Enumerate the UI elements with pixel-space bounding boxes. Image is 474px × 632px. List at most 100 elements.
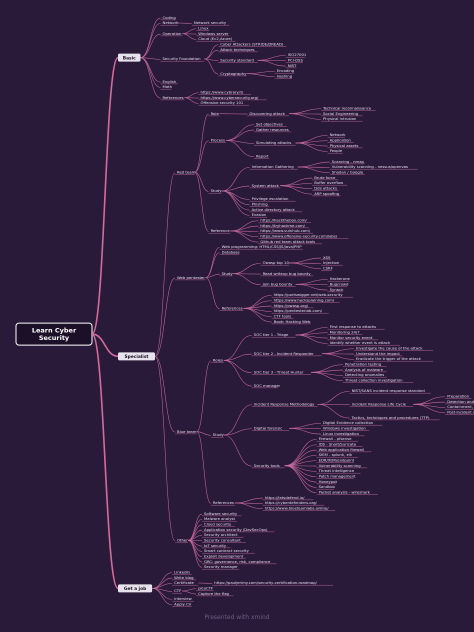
- subtopic-node[interactable]: Incident Response Methodology: [251, 402, 318, 407]
- subtopic-node[interactable]: Hackerone: [327, 276, 351, 282]
- subtopic-node[interactable]: Linux: [196, 26, 210, 31]
- subtopic-node[interactable]: Buffer overflow: [312, 180, 348, 186]
- subtopic-node[interactable]: EDR/XDR/endpoint: [316, 458, 355, 463]
- subtopic-node[interactable]: Security manager: [202, 564, 240, 570]
- subtopic-node[interactable]: https://portswigger.net/web-security: [271, 292, 353, 298]
- subtopic-node[interactable]: Physical intrusion: [321, 116, 363, 122]
- subtopic-node[interactable]: Certificate: [172, 580, 199, 586]
- subtopic-node[interactable]: https://www.cybersecurity.org/: [198, 95, 267, 101]
- subtopic-node[interactable]: References: [160, 95, 185, 101]
- subtopic-node[interactable]: Interview: [172, 596, 194, 602]
- subtopic-node[interactable]: Synack: [327, 287, 344, 293]
- subtopic-node[interactable]: Vulnerability scanning: [316, 463, 367, 469]
- subtopic-node[interactable]: Apply CV: [172, 602, 192, 607]
- subtopic-node[interactable]: Cyber Attackers (STRIDE/DREAD): [218, 42, 287, 47]
- main-topic-specialist[interactable]: Specialist: [118, 352, 155, 361]
- subtopic-node[interactable]: Encoding: [274, 68, 295, 74]
- subtopic-node[interactable]: Injection: [321, 260, 343, 266]
- subtopic-node[interactable]: Physical assets: [327, 143, 363, 149]
- subtopic-node[interactable]: Simulating attacks: [254, 140, 296, 146]
- subtopic-node[interactable]: https://letsdefend.io/: [262, 495, 314, 501]
- subtopic-node[interactable]: Firewall - pfsense: [316, 436, 359, 442]
- subtopic-node[interactable]: ARP spoofing: [312, 191, 341, 197]
- subtopic-node[interactable]: DoS attacks: [312, 186, 339, 191]
- subtopic-node[interactable]: Sandbox: [316, 484, 336, 490]
- subtopic-node[interactable]: GRC: governance, risk, compliance: [202, 559, 277, 565]
- subtopic-node[interactable]: Tactics, techniques and procedures (TTP): [349, 415, 440, 421]
- subtopic-node[interactable]: Coding: [160, 15, 177, 21]
- subtopic-node[interactable]: System attack: [249, 183, 281, 189]
- subtopic-node[interactable]: SOC manager: [251, 383, 281, 389]
- subtopic-node[interactable]: Report: [254, 154, 270, 159]
- subtopic-node[interactable]: References: [219, 306, 244, 311]
- subtopic-node[interactable]: Smart contract security: [202, 548, 255, 554]
- subtopic-node[interactable]: Linux investigation: [321, 431, 365, 437]
- subtopic-node[interactable]: Technical reconnaissance: [321, 106, 376, 111]
- subtopic-node[interactable]: Web application firewall: [316, 447, 372, 453]
- subtopic-node[interactable]: https://www.offensive-security.com/labs/: [258, 234, 349, 239]
- subtopic-node[interactable]: CSRF: [321, 266, 333, 271]
- subtopic-node[interactable]: Honeypot: [316, 479, 338, 485]
- subtopic-node[interactable]: Malware analyst: [202, 516, 237, 522]
- subtopic-node[interactable]: Software security: [202, 511, 242, 517]
- subtopic-node[interactable]: Eradicate the trigger of the attack: [354, 356, 433, 362]
- subtopic-node[interactable]: IDS - Snort/Suricata: [316, 442, 363, 447]
- subtopic-node[interactable]: Phishing: [249, 202, 270, 207]
- subtopic-node[interactable]: Social Engineering: [321, 111, 363, 117]
- subtopic-node[interactable]: Active directory attack: [249, 207, 303, 213]
- subtopic-node[interactable]: NIST/SANS incident response standard: [349, 388, 431, 394]
- subtopic-node[interactable]: Post-incident activity: [445, 410, 474, 415]
- subtopic-node[interactable]: CTF: [172, 588, 183, 594]
- subtopic-node[interactable]: Blue team: [175, 429, 197, 435]
- subtopic-node[interactable]: Digital Evidence collection: [321, 420, 383, 426]
- subtopic-node[interactable]: Reference: [208, 228, 231, 234]
- subtopic-node[interactable]: Detecting anomalies: [343, 372, 387, 378]
- subtopic-node[interactable]: Write blog: [172, 575, 197, 581]
- subtopic-node[interactable]: https://www.cybrary.it/: [198, 90, 252, 95]
- subtopic-node[interactable]: Attack techniques: [218, 47, 258, 53]
- subtopic-node[interactable]: Capture the flag: [196, 591, 234, 597]
- subtopic-node[interactable]: English: [160, 79, 178, 85]
- subtopic-node[interactable]: ISO27001: [285, 52, 307, 58]
- subtopic-node[interactable]: Investigate the cause of the attack: [354, 346, 433, 351]
- subtopic-node[interactable]: Network security: [191, 20, 230, 26]
- subtopic-node[interactable]: Owasp top 10: [260, 260, 290, 266]
- subtopic-node[interactable]: Analysis of malware: [343, 367, 387, 373]
- subtopic-node[interactable]: Cloud (Ec2,Azure): [196, 36, 236, 42]
- subtopic-node[interactable]: Web programming: HTML/CSS/JS/Java/PHP: [219, 244, 303, 250]
- subtopic-node[interactable]: Study: [210, 432, 225, 438]
- subtopic-node[interactable]: Application: [327, 138, 354, 143]
- subtopic-node[interactable]: Security consultant: [202, 538, 246, 543]
- subtopic-node[interactable]: Windows investigation: [321, 426, 370, 431]
- main-topic-basic[interactable]: Basic: [118, 53, 141, 62]
- subtopic-node[interactable]: Scanning - nmap: [329, 159, 365, 165]
- subtopic-node[interactable]: https://hackthebox.com/: [258, 218, 311, 223]
- subtopic-node[interactable]: Security tools: [251, 463, 285, 469]
- subtopic-node[interactable]: Privilege escalation: [249, 196, 296, 202]
- subtopic-node[interactable]: Monitor security event: [327, 335, 378, 341]
- subtopic-node[interactable]: PCI-DSS: [285, 58, 304, 63]
- subtopic-node[interactable]: Set objectives: [254, 122, 287, 127]
- subtopic-node[interactable]: SOC tier 3 - Threat Hunter: [251, 370, 311, 375]
- subtopic-node[interactable]: Understand the impact: [354, 351, 403, 357]
- subtopic-node[interactable]: Identify whether event is attack: [327, 340, 400, 346]
- subtopic-node[interactable]: Gather resources: [254, 127, 292, 133]
- subtopic-node[interactable]: Incident Response Life Cycle: [349, 402, 414, 407]
- subtopic-node[interactable]: Hashing: [274, 74, 293, 79]
- subtopic-node[interactable]: Operation: [160, 31, 183, 37]
- subtopic-node[interactable]: IoT security: [202, 543, 231, 549]
- subtopic-node[interactable]: https://cyberdefenders.org/: [262, 500, 325, 506]
- subtopic-node[interactable]: Security architect: [202, 532, 244, 538]
- subtopic-node[interactable]: SIEM - splunk, elk: [316, 452, 359, 458]
- subtopic-node[interactable]: Preparation: [445, 394, 472, 399]
- subtopic-node[interactable]: Brute force: [312, 175, 339, 181]
- subtopic-node[interactable]: https://owasp.org/: [271, 303, 314, 309]
- subtopic-node[interactable]: Read writeup bug bounty: [260, 271, 314, 277]
- subtopic-node[interactable]: Role: [208, 111, 220, 117]
- subtopic-node[interactable]: Exploit development: [202, 554, 246, 559]
- subtopic-node[interactable]: Web pentester: [175, 275, 206, 281]
- subtopic-node[interactable]: Evasion: [249, 212, 267, 218]
- subtopic-node[interactable]: Network: [327, 132, 347, 138]
- subtopic-node[interactable]: Bugcrowd: [327, 282, 349, 287]
- subtopic-node[interactable]: Book: Hacking Web: [271, 319, 311, 325]
